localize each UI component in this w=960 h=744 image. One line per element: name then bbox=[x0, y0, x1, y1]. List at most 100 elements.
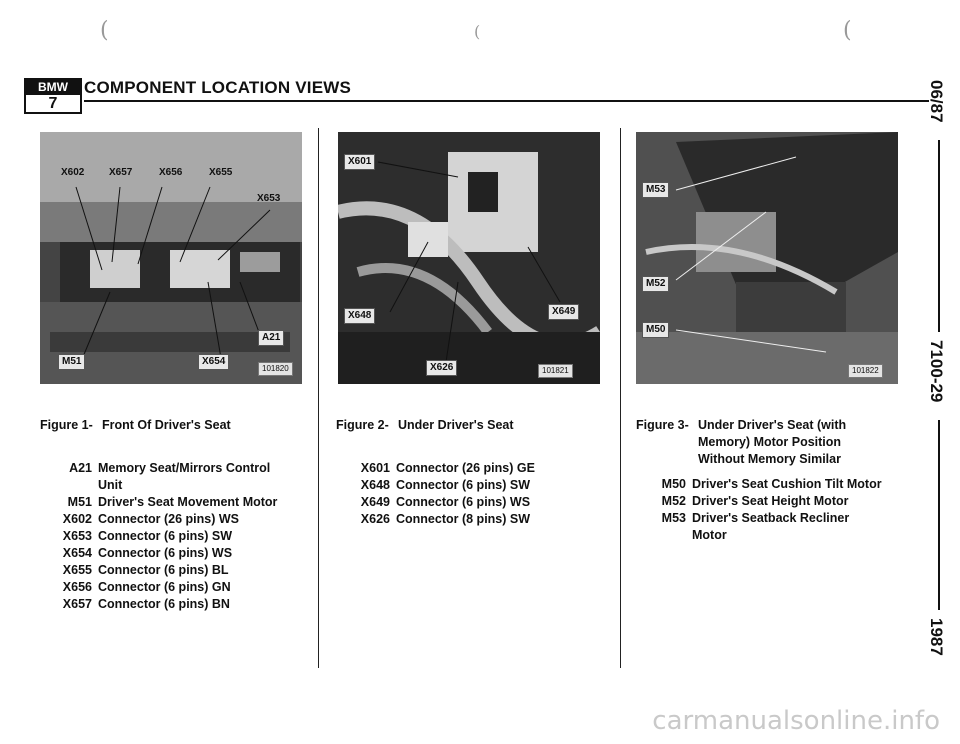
figure-2-photo: X601 X648 X649 X626 101821 bbox=[338, 132, 600, 384]
legend-text: Connector (6 pins) WS bbox=[396, 495, 531, 509]
binder-mark: ( bbox=[843, 18, 852, 43]
watermark: carmanualsonline.info bbox=[652, 706, 940, 736]
figure-3-caption-line: Without Memory Similar bbox=[698, 452, 841, 466]
callout-x655: X655 bbox=[209, 167, 233, 178]
legend-code: M52 bbox=[661, 494, 686, 508]
legend-item: X626 Connector (8 pins) SW bbox=[350, 511, 535, 528]
figure-1-legend: A21 Memory Seat/Mirrors Control Unit M51 D… bbox=[52, 460, 278, 613]
legend-code: X655 bbox=[62, 563, 92, 577]
legend-text: Unit bbox=[98, 478, 123, 492]
legend-code: X648 bbox=[360, 478, 390, 492]
legend-item: X648 Connector (6 pins) SW bbox=[350, 477, 535, 494]
column-divider bbox=[318, 128, 319, 668]
figure-number: Figure 3- bbox=[636, 418, 689, 432]
legend-text: Connector (6 pins) GN bbox=[98, 580, 231, 594]
side-date: 06/87 bbox=[927, 80, 946, 123]
callout-x648: X648 bbox=[344, 308, 376, 324]
callout-x601: X601 bbox=[344, 154, 376, 170]
callout-x649: X649 bbox=[548, 304, 580, 320]
figure-title: Front Of Driver's Seat bbox=[102, 418, 231, 432]
figure-1-photo-art bbox=[40, 132, 302, 384]
legend-text: Connector (8 pins) SW bbox=[396, 512, 531, 526]
legend-text: Driver's Seat Movement Motor bbox=[98, 495, 278, 509]
bmw-logo: BMW 7 bbox=[24, 78, 82, 114]
legend-text: Driver's Seat Height Motor bbox=[692, 494, 849, 508]
legend-text: Connector (6 pins) BL bbox=[98, 563, 229, 577]
legend-item-continued: Motor bbox=[650, 527, 882, 544]
callout-x656: X656 bbox=[159, 167, 183, 178]
legend-text: Connector (6 pins) SW bbox=[98, 529, 233, 543]
side-section: 7100-29 bbox=[927, 340, 946, 403]
legend-item-continued: Unit bbox=[52, 477, 277, 494]
legend-code: X602 bbox=[62, 512, 92, 526]
legend-text: Connector (6 pins) WS bbox=[98, 546, 233, 560]
legend-item: M52 Driver's Seat Height Motor bbox=[650, 493, 882, 510]
page-header: BMW 7 COMPONENT LOCATION VIEWS bbox=[24, 78, 929, 118]
callout-x626: X626 bbox=[426, 360, 458, 376]
legend-code: X653 bbox=[62, 529, 92, 543]
legend-code: X656 bbox=[62, 580, 92, 594]
legend-item: X649 Connector (6 pins) WS bbox=[350, 494, 535, 511]
callout-x602: X602 bbox=[61, 167, 85, 178]
photo-id: 101821 bbox=[538, 364, 573, 378]
legend-item: M53 Driver's Seatback Recliner bbox=[650, 510, 882, 527]
legend-code: X626 bbox=[360, 512, 390, 526]
figure-1-caption: Figure 1- Front Of Driver's Seat bbox=[40, 418, 231, 432]
page-title: COMPONENT LOCATION VIEWS bbox=[84, 78, 352, 97]
legend-code: M53 bbox=[661, 511, 686, 525]
legend-text: Motor bbox=[692, 528, 727, 542]
callout-x657: X657 bbox=[109, 167, 133, 178]
legend-text: Memory Seat/Mirrors Control bbox=[98, 461, 271, 475]
legend-text: Connector (6 pins) SW bbox=[396, 478, 531, 492]
legend-code: X649 bbox=[360, 495, 390, 509]
legend-item: X657 Connector (6 pins) BN bbox=[52, 596, 277, 613]
legend-text: Connector (26 pins) GE bbox=[396, 461, 535, 475]
callout-m50: M50 bbox=[642, 322, 670, 338]
legend-code: M51 bbox=[67, 495, 92, 509]
legend-item: X601 Connector (26 pins) GE bbox=[350, 460, 535, 477]
logo-series: 7 bbox=[48, 95, 58, 112]
figure-2-photo-art bbox=[338, 132, 600, 384]
binder-mark: ( bbox=[100, 18, 109, 43]
legend-code: X657 bbox=[62, 597, 92, 611]
photo-id: 101822 bbox=[848, 364, 883, 378]
legend-item: X655 Connector (6 pins) BL bbox=[52, 562, 277, 579]
legend-text: Connector (26 pins) WS bbox=[98, 512, 239, 526]
callout-x653: X653 bbox=[257, 193, 281, 204]
binder-mark: ( bbox=[474, 22, 481, 41]
figure-3-caption: Figure 3- Under Driver's Seat (with bbox=[636, 418, 846, 432]
figure-3-caption-line: Memory) Motor Position bbox=[698, 435, 842, 449]
legend-text: Driver's Seatback Recliner bbox=[692, 511, 850, 525]
legend-code: A21 bbox=[69, 461, 92, 475]
callout-m52: M52 bbox=[642, 276, 670, 292]
figure-2-caption: Figure 2- Under Driver's Seat bbox=[336, 418, 514, 432]
legend-code: M50 bbox=[661, 477, 686, 491]
legend-item: M50 Driver's Seat Cushion Tilt Motor bbox=[650, 476, 882, 493]
figure-title: Under Driver's Seat (with bbox=[698, 418, 847, 432]
photo-id: 101820 bbox=[258, 362, 293, 376]
figure-number: Figure 1- bbox=[40, 418, 93, 432]
logo-brand: BMW bbox=[26, 80, 80, 95]
column-divider bbox=[620, 128, 621, 668]
legend-text: Driver's Seat Cushion Tilt Motor bbox=[692, 477, 882, 491]
legend-text: Connector (6 pins) BN bbox=[98, 597, 230, 611]
callout-a21: A21 bbox=[258, 330, 285, 346]
callout-m53: M53 bbox=[642, 182, 670, 198]
figure-1-photo: X602 X657 X656 X655 X653 A21 M51 X654 10… bbox=[40, 132, 302, 384]
figure-number: Figure 2- bbox=[336, 418, 389, 432]
figure-3-photo: M53 M52 M50 101822 bbox=[636, 132, 898, 384]
legend-item: X656 Connector (6 pins) GN bbox=[52, 579, 277, 596]
legend-item: M51 Driver's Seat Movement Motor bbox=[52, 494, 278, 511]
figure-title: Under Driver's Seat bbox=[398, 418, 514, 432]
legend-item: X653 Connector (6 pins) SW bbox=[52, 528, 277, 545]
side-rule bbox=[938, 140, 940, 332]
legend-item: A21 Memory Seat/Mirrors Control bbox=[52, 460, 277, 477]
figure-3-photo-art bbox=[636, 132, 898, 384]
legend-code: X654 bbox=[62, 546, 92, 560]
side-year: 1987 bbox=[927, 618, 946, 656]
header-rule bbox=[84, 100, 929, 102]
legend-item: X602 Connector (26 pins) WS bbox=[52, 511, 277, 528]
legend-code: X601 bbox=[360, 461, 390, 475]
